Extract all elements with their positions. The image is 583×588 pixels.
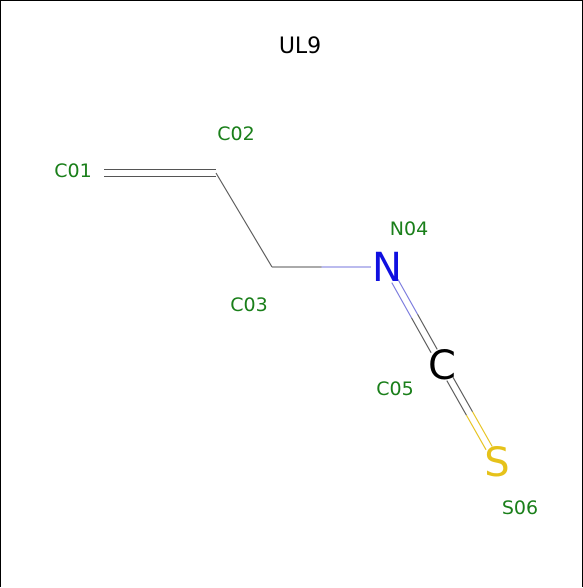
- bond-C02-C03-segment: [215, 172, 245, 221]
- atom-symbols-layer: N C S: [372, 245, 510, 486]
- bond-C05-S06-segment: [452, 376, 474, 413]
- atom-symbol-C05: C: [428, 343, 456, 389]
- bond-N04-C05-segment: [397, 278, 419, 315]
- molecule-title: UL9: [279, 34, 321, 59]
- bond-C05-S06-segment: [446, 380, 467, 416]
- bond-N04-C05-segment: [410, 317, 432, 354]
- atom-label-C05: C05: [376, 378, 413, 400]
- atom-label-C02: C02: [217, 123, 254, 145]
- atom-label-C03: C03: [230, 294, 267, 316]
- atom-symbol-N04: N: [372, 245, 402, 291]
- bond-N04-C05-segment: [417, 314, 438, 350]
- bond-N04-C05-segment: [391, 282, 412, 318]
- atom-label-C01: C01: [54, 160, 91, 182]
- bond-C02-C03-segment: [243, 219, 273, 268]
- bond-C05-S06-segment: [465, 414, 487, 451]
- bond-C05-S06-segment: [472, 411, 493, 447]
- atom-label-S06: S06: [502, 497, 538, 519]
- atom-symbol-S06: S: [484, 440, 509, 486]
- bonds-layer: [104, 168, 493, 451]
- atom-label-N04: N04: [390, 218, 428, 240]
